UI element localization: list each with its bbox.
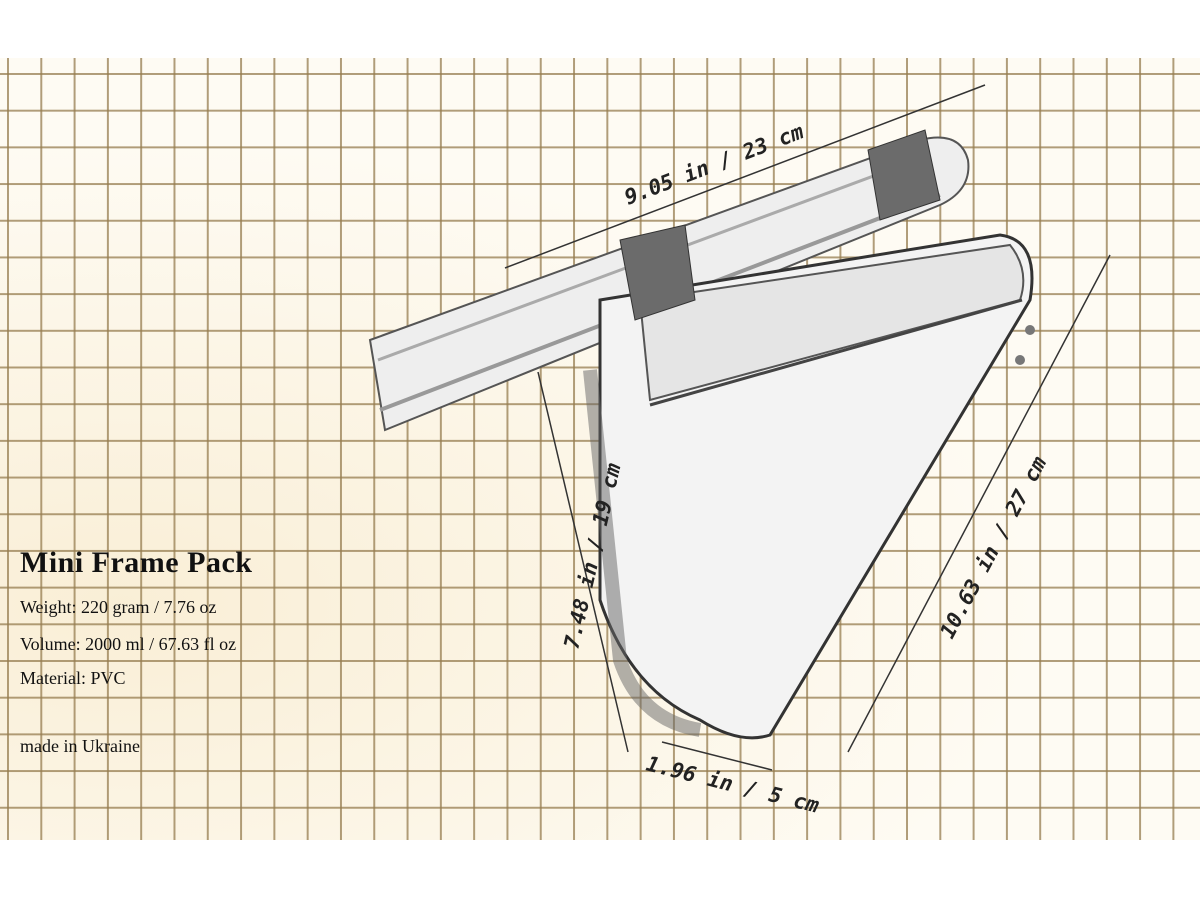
- frame-bag: [583, 233, 1035, 740]
- dimension-arrows: [504, 84, 1111, 771]
- spec-weight: Weight: 220 gram / 7.76 oz: [20, 597, 217, 617]
- dimension-width: 1.96 in / 5 cm: [644, 752, 822, 818]
- spec-origin: made in Ukraine: [20, 736, 140, 756]
- product-title: Mini Frame Pack: [20, 546, 253, 579]
- spec-material: Material: PVC: [20, 668, 126, 688]
- spec-volume: Volume: 2000 ml / 67.63 fl oz: [20, 634, 237, 654]
- dimension-diagonal: 10.63 in / 27 cm: [935, 452, 1051, 642]
- velcro-straps: [619, 129, 941, 321]
